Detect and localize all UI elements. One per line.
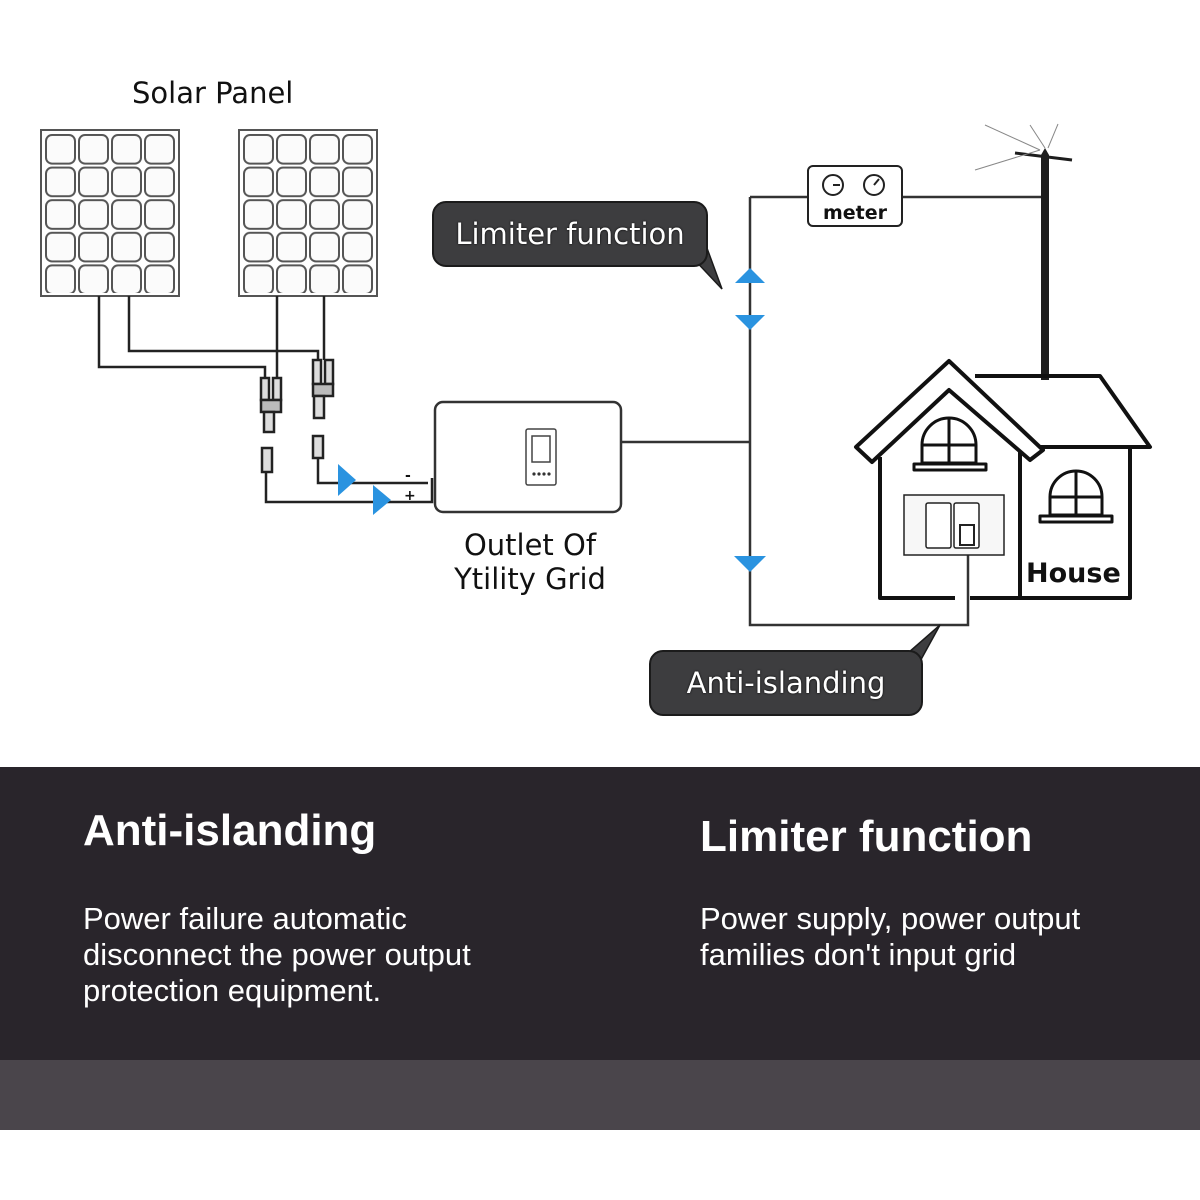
wall-outlet-icon: [903, 494, 1005, 556]
inverter-label: Outlet Of Ytility Grid: [440, 528, 620, 596]
limiter-arrow-up: [735, 268, 765, 283]
feature-band: [0, 767, 1200, 1060]
limiter-function-callout: Limiter function: [432, 201, 708, 267]
dc-wiring: [97, 296, 434, 504]
meter-label: meter: [822, 202, 888, 224]
limiter-function-heading: Limiter function: [700, 812, 1033, 861]
anti-islanding-description: Power failure automatic disconnect the p…: [83, 901, 471, 1008]
utility-pole-icon: [974, 123, 1073, 380]
limiter-function-description: Power supply, power output families don'…: [700, 901, 1081, 972]
anti-islanding-heading: Anti-islanding: [83, 806, 377, 855]
meter: [807, 165, 903, 227]
meter-dial-left-icon: [822, 174, 844, 196]
house-label: House: [1026, 558, 1121, 589]
solar-panel-label: Solar Panel: [132, 76, 294, 110]
meter-dial-right-icon: [863, 174, 885, 196]
dc-arrow-positive: [373, 485, 391, 515]
ac-wiring: [621, 195, 1044, 627]
limiter-arrow-down: [735, 315, 765, 330]
solar-panel-left: [40, 129, 180, 297]
anti-islanding-callout: Anti-islanding: [649, 650, 923, 716]
feature-band-footer: [0, 1060, 1200, 1130]
dc-arrow-negative: [338, 464, 356, 496]
positive-polarity-label: +: [404, 488, 416, 504]
inverter-label-line2: Ytility Grid: [454, 562, 606, 596]
inverter-label-line1: Outlet Of: [463, 528, 597, 562]
inverter: [433, 400, 623, 514]
house-icon: [854, 359, 1152, 600]
negative-polarity-label: -: [405, 468, 411, 484]
solar-grid-diagram: - +: [40, 123, 1152, 666]
anti-islanding-arrow-down: [734, 556, 766, 572]
solar-panel-right: [238, 129, 378, 297]
